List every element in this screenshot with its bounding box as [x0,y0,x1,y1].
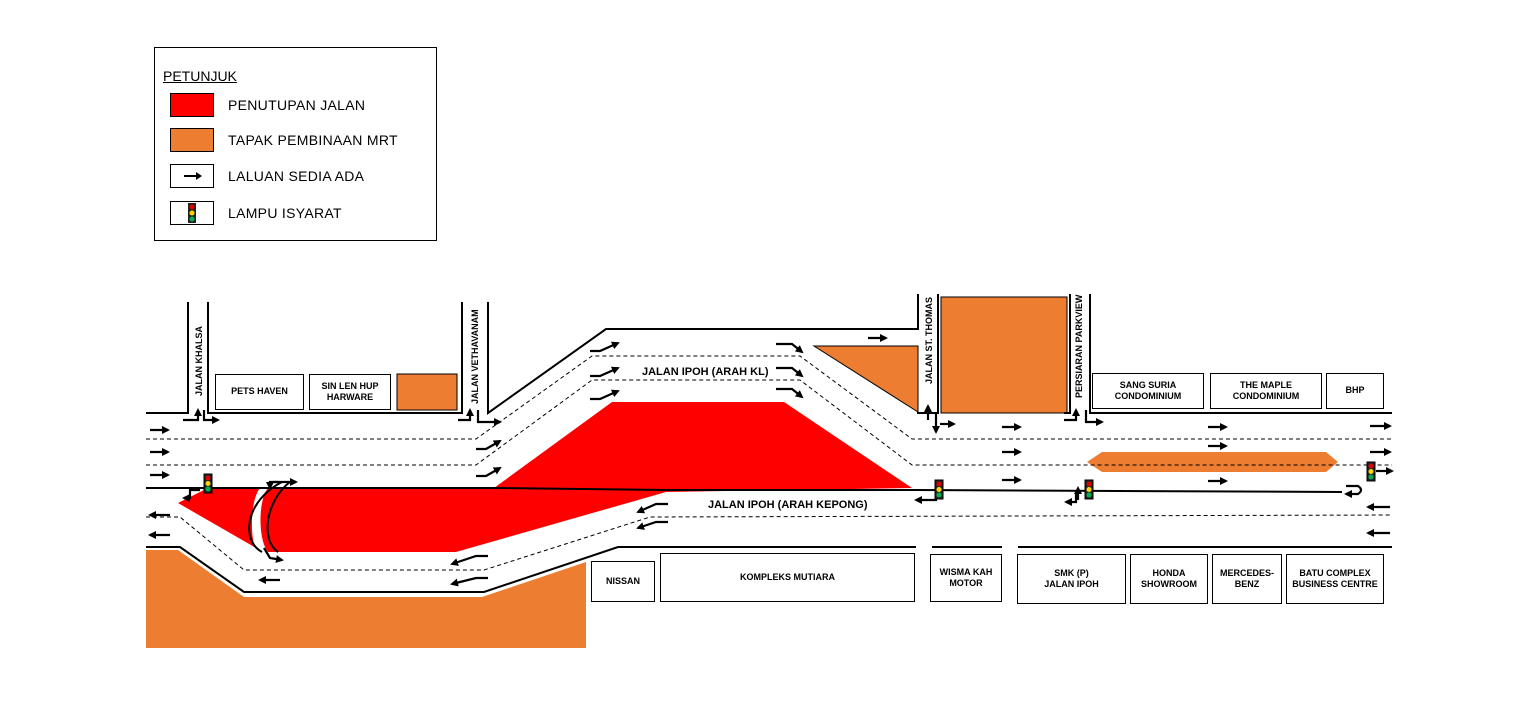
arrow-turn [1064,494,1078,506]
road-closure-main [178,402,912,552]
building-bhp: BHP [1326,373,1384,409]
traffic-lights [203,461,1376,500]
legend-item-traffic-light: LAMPU ISYARAT [170,201,430,227]
mrt-site-southwest [146,550,586,648]
building-sin-len-hup: SIN LEN HUP HARWARE [309,374,391,410]
arrow-turn [590,366,620,378]
arrow-turn [776,387,804,399]
mrt-site-st-thomas-block [940,296,1068,414]
arrow-turn [776,366,804,378]
legend-label: TAPAK PEMBINAAN MRT [228,132,398,148]
arrow-turn [263,547,284,563]
traffic-light-icon [1084,479,1094,500]
legend-label: LALUAN SEDIA ADA [228,168,365,184]
arrow-turn [476,440,502,451]
road-edges [146,294,1392,593]
legend-item-road-closure: PENUTUPAN JALAN [170,93,430,119]
lane-markings [146,355,1393,571]
legend-item-mrt-site: TAPAK PEMBINAAN MRT [170,128,430,154]
legend-title: PETUNJUK [163,68,237,84]
arrow-turn [1064,408,1080,422]
arrow-turn [182,488,200,502]
mrt-site-small-block [396,373,458,411]
legend: PETUNJUK PENUTUPAN JALAN TAPAK PEMBINAAN… [154,47,437,241]
road-label-jalan-vethavanam: JALAN VETHAVANAM [470,309,480,404]
arrow-turn [450,554,488,566]
arrow-turn [183,408,202,422]
mrt-sites [146,296,1338,648]
building-batu-complex: BATU COMPLEX BUSINESS CENTRE [1286,554,1384,604]
road-label-persiaran-parkview: PERSIARAN PARKVIEW [1074,294,1084,398]
traffic-light-icon [1366,461,1376,482]
legend-label: LAMPU ISYARAT [228,205,342,221]
building-mercedes-benz: MERCEDES- BENZ [1212,554,1282,604]
building-the-maple: THE MAPLE CONDOMINIUM [1210,373,1322,409]
road-closure [178,402,912,552]
building-smk-jalan-ipoh: SMK (P) JALAN IPOH [1017,554,1126,604]
legend-item-existing-route: LALUAN SEDIA ADA [170,164,430,190]
arrow-turn [1084,410,1104,426]
road-label-jalan-ipoh-kepong: JALAN IPOH (ARAH KEPONG) [708,499,868,511]
traffic-arrows [148,334,1394,587]
legend-label: PENUTUPAN JALAN [228,97,366,113]
traffic-light-icon [203,473,213,494]
building-honda-showroom: HONDA SHOWROOM [1130,554,1208,604]
arrow-u-turn [1344,484,1363,498]
building-wisma-kah-motor: WISMA KAH MOTOR [930,554,1002,602]
arrow-turn [590,389,620,401]
building-pets-haven: PETS HAVEN [215,374,304,410]
arrow-turn [476,467,502,478]
arrow-turn [776,342,804,354]
arrow-right-icon [170,164,214,188]
arrow-turn [476,410,502,426]
arrow-turn [636,502,668,514]
traffic-light-icon [934,479,944,500]
building-nissan: NISSAN [591,561,655,602]
mrt-site-triangle [812,345,919,413]
arrow-turn [914,492,938,504]
road-label-jalan-ipoh-kl: JALAN IPOH (ARAH KL) [642,366,769,378]
mrt-site-median [1087,452,1338,472]
road-closure-swatch [170,93,214,117]
road-label-jalan-khalsa: JALAN KHALSA [194,325,204,396]
building-kompleks-mutiara: KOMPLEKS MUTIARA [660,553,915,602]
arrow-turn [202,410,220,424]
mrt-site-swatch [170,128,214,152]
arrow-turn [590,341,620,353]
building-sang-suria: SANG SURIA CONDOMINIUM [1092,373,1204,409]
arrow-turn [458,408,474,422]
arrow-turn [636,520,668,530]
traffic-light-icon [170,201,214,225]
road-label-jalan-st-thomas: JALAN ST. THOMAS [924,296,934,384]
arrow-turn [450,576,488,587]
